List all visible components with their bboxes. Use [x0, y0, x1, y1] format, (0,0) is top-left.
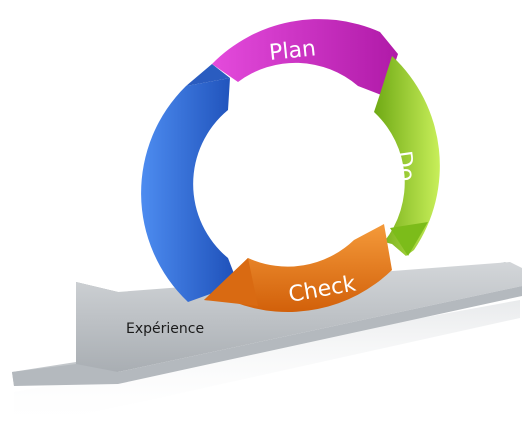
- act-segment: [141, 78, 238, 302]
- check-arrowhead: [204, 258, 258, 306]
- do-segment: [374, 56, 440, 256]
- act-arrowhead: [186, 64, 230, 86]
- plan-label: Plan: [268, 36, 317, 66]
- do-arrowhead: [390, 222, 428, 256]
- pdca-cycle: Plan Do Check Act: [141, 19, 440, 313]
- act-label: Act: [201, 172, 231, 211]
- ramp-reflection: [14, 300, 520, 430]
- experience-label: Expérience: [126, 321, 204, 337]
- do-label: Do: [390, 149, 419, 183]
- plan-segment: [212, 19, 398, 96]
- ramp-base: [12, 286, 522, 386]
